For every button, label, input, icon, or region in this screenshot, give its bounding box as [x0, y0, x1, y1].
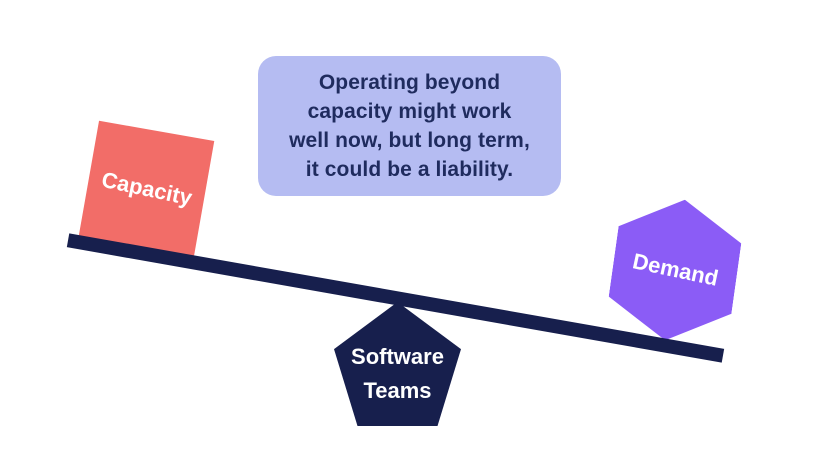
capacity-label: Capacity: [99, 166, 195, 210]
fulcrum-label-line2: Teams: [363, 378, 432, 403]
callout-bubble: Operating beyond capacity might work wel…: [258, 56, 561, 196]
callout-line: capacity might work: [307, 100, 512, 123]
fulcrum-label-line1: Software: [351, 344, 444, 369]
capacity-shape: Capacity: [78, 120, 215, 257]
callout-line: well now, but long term,: [289, 129, 530, 152]
fulcrum-shape: Software Teams: [334, 302, 461, 426]
callout-line: Operating beyond: [318, 71, 501, 94]
callout-line: it could be a liability.: [305, 158, 514, 181]
demand-label: Demand: [630, 248, 721, 291]
demand-shape: Demand: [604, 191, 747, 349]
